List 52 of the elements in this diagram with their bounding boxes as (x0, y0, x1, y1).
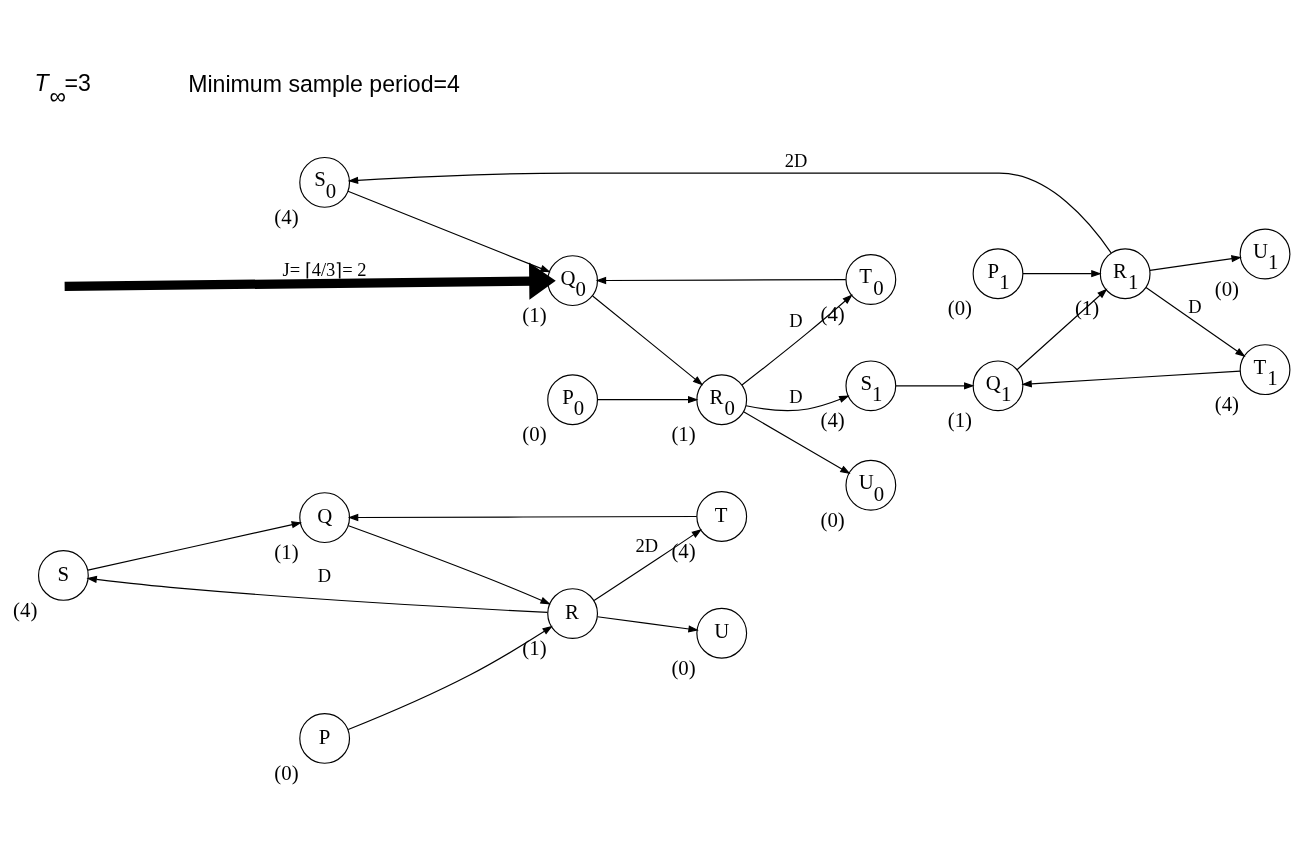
node-label: (0) (522, 422, 547, 446)
edge-label: D (1188, 296, 1202, 317)
arrow (1149, 255, 1242, 271)
node-label: (1) (947, 408, 972, 432)
edge-label: 2D (784, 151, 808, 172)
node-label: (1) (522, 636, 547, 660)
arrow (64, 262, 556, 300)
node-circle: S (37, 549, 89, 601)
arrow (86, 575, 549, 613)
arrow (593, 529, 702, 601)
node-label: (1) (274, 540, 299, 564)
node-circle: U (696, 607, 748, 659)
arrow (596, 616, 699, 633)
arrow (743, 411, 851, 475)
arrow (1021, 370, 1241, 388)
node-label: (4) (13, 597, 38, 621)
arrow (1022, 270, 1102, 278)
node-circle: T (696, 491, 748, 542)
edge-label: D (789, 386, 803, 407)
node-label: (0) (1214, 276, 1239, 300)
arrow (895, 382, 975, 390)
node-circle: P (299, 712, 351, 764)
edge-label: D (317, 566, 332, 587)
node-circle: Q (299, 492, 351, 544)
arrow (595, 276, 847, 285)
edge-label: D (789, 310, 803, 331)
node-label: (1) (671, 422, 696, 446)
arrow (347, 513, 698, 522)
arrow (87, 521, 302, 571)
arrow (347, 625, 553, 731)
node-label: (4) (274, 204, 299, 228)
arrow (347, 190, 556, 300)
edge-label: J= ⌈4/3⌉= 2 (282, 259, 367, 280)
arrow (347, 172, 1112, 254)
node-label: (0) (947, 296, 972, 320)
arrow (1016, 288, 1108, 371)
node-label: (4) (671, 538, 696, 562)
node-label: (4) (820, 408, 845, 432)
label: Minimum sample period=4 (188, 71, 460, 98)
arrow (348, 525, 551, 605)
arrow (745, 395, 850, 412)
node-label: (0) (671, 655, 696, 679)
arrow (592, 295, 704, 386)
node-label: (0) (274, 760, 299, 784)
node-label: (0) (820, 507, 845, 531)
arrow (741, 294, 853, 386)
node-label: (4) (1214, 392, 1239, 416)
node-label: (1) (522, 303, 547, 327)
node-circle: R (547, 588, 599, 639)
arrow (597, 396, 699, 404)
edge-label: 2D (635, 536, 659, 557)
arrow (1145, 286, 1246, 357)
